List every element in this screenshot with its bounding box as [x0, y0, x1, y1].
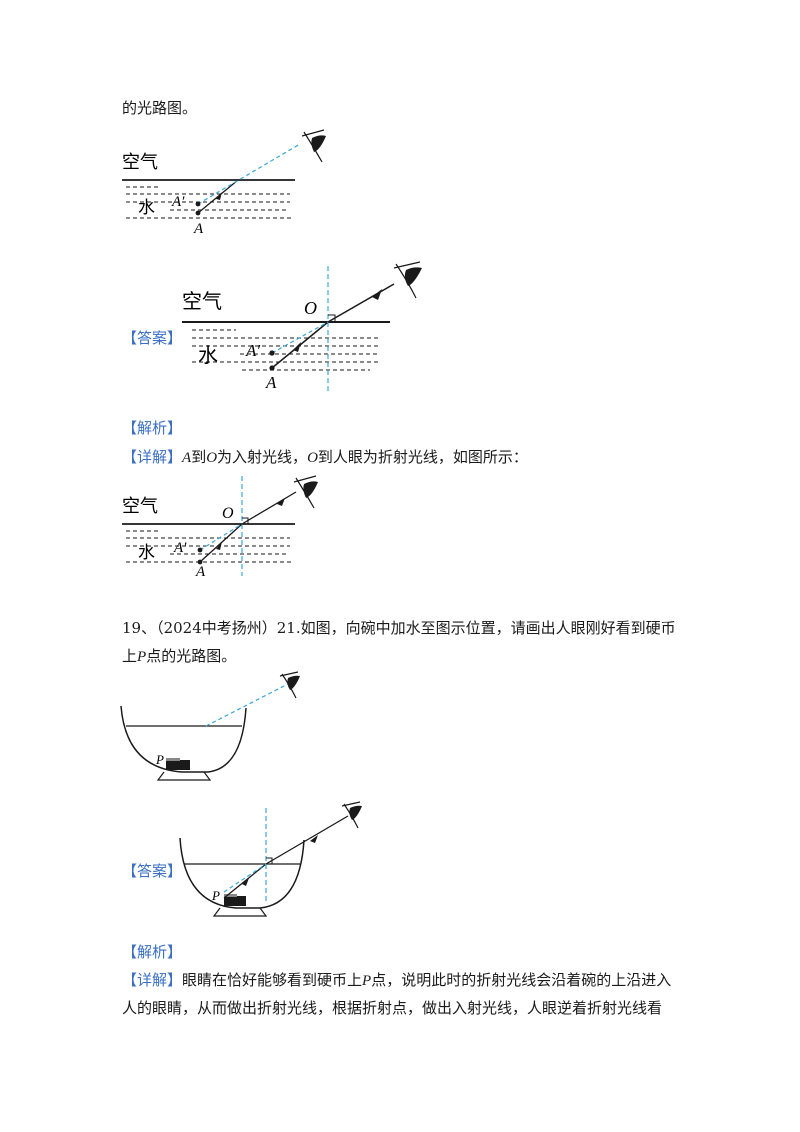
label-a: A: [265, 373, 277, 392]
label-p: P: [155, 752, 164, 767]
answer-tag-1: 【答案】: [122, 329, 183, 347]
figure-q18-detail: 空气 O 水 A′ A: [122, 475, 318, 580]
label-o: O: [304, 298, 317, 318]
label-water: 水: [138, 198, 155, 218]
label-a-prime: A′: [173, 540, 187, 556]
answer-tag-2: 【答案】: [122, 862, 183, 880]
label-air: 空气: [122, 496, 158, 517]
figure-q19-answer: P: [179, 801, 362, 917]
figure-q18-answer: 空气 O 水 A′ A: [182, 261, 422, 394]
intro-line: 的光路图。: [122, 99, 198, 117]
analysis-tag-1: 【解析】: [122, 419, 183, 437]
q19-line-2: 上P点的光路图。: [122, 647, 237, 665]
eye-icon: [341, 801, 362, 829]
analysis-tag-2: 【解析】: [122, 943, 183, 961]
eye-icon: [301, 129, 326, 163]
figure-q18-question: 空气 水 A′ A: [122, 129, 326, 237]
eye-icon: [279, 671, 300, 699]
eye-icon: [293, 475, 318, 509]
detail-line-q19-1: 【详解】眼睛在恰好能够看到硬币上P点，说明此时的折射光线会沿着碗的上沿进入: [122, 971, 672, 989]
label-a-prime: A′: [171, 194, 185, 210]
label-p: P: [211, 888, 220, 903]
label-a-prime: A′: [245, 341, 260, 360]
label-water: 水: [198, 343, 218, 367]
detail-tag: 【详解】: [122, 448, 183, 466]
label-air: 空气: [122, 152, 158, 173]
label-a: A: [195, 564, 206, 580]
detail-tag: 【详解】: [122, 971, 183, 989]
q19-line-1: 19、（2024中考扬州）21.如图，向碗中加水至图示位置，请画出人眼刚好看到硬…: [122, 619, 676, 637]
detail-line-q18: 【详解】A到O为入射光线，O到人眼为折射光线，如图所示：: [122, 448, 528, 466]
eye-icon: [393, 261, 422, 299]
label-o: O: [222, 505, 234, 522]
label-a: A: [193, 221, 204, 237]
label-water: 水: [138, 543, 155, 563]
label-air: 空气: [182, 289, 222, 313]
detail-line-q19-2: 人的眼睛，从而做出折射光线，根据折射点，做出入射光线，人眼逆着折射光线看: [122, 999, 663, 1017]
figure-q19-question: P: [120, 671, 300, 781]
